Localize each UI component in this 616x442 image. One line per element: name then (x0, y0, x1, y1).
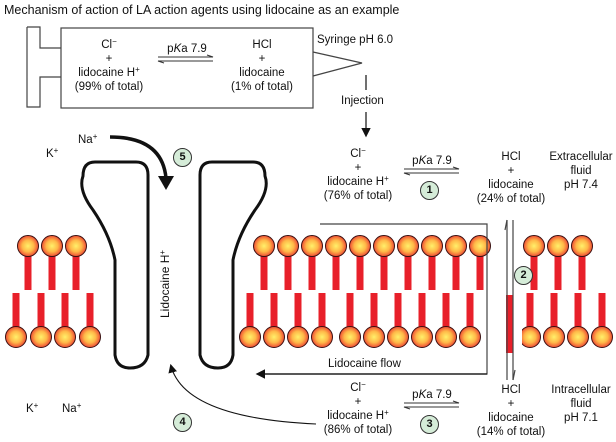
lipid-outer (277, 235, 299, 290)
lipid-outer (397, 235, 419, 290)
lipid-inner (519, 293, 541, 348)
lipid-inner (387, 293, 409, 348)
intracellular-fluid-label: Intracellular fluid pH 7.1 (551, 384, 611, 424)
lipid-outer (547, 235, 569, 290)
intracellular-unionized-species: HCl + lidocaine (14% of total) (476, 384, 546, 438)
lipid-inner (411, 293, 433, 348)
lipid-outer (301, 235, 323, 290)
lipid-inner (459, 293, 481, 348)
sodium-ion-intracellular: Na+ (62, 401, 82, 416)
lipid-outer (445, 235, 467, 290)
lipid-outer (325, 235, 347, 290)
extracellular-fluid-label: Extracellular fluid pH 7.4 (549, 151, 613, 191)
lipid-inner (339, 293, 361, 348)
sodium-ion-extracellular: Na+ (78, 132, 98, 147)
lipid-outer (17, 235, 39, 290)
lidocaine-flow-label: Lidocaine flow (328, 358, 401, 370)
diagram-title: Mechanism of action of LA action agents … (4, 3, 400, 17)
lipid-outer (41, 235, 63, 290)
syringe-ph-label: Syringe pH 6.0 (317, 34, 394, 46)
syringe (26, 26, 363, 109)
potassium-ion-intracellular: K+ (26, 401, 39, 416)
lipid-outer (523, 235, 545, 290)
lipid-outer (421, 235, 443, 290)
step-3-badge: 3 (420, 415, 439, 434)
lipid-inner (543, 293, 565, 348)
lipid-outer (373, 235, 395, 290)
lipid-outer (65, 235, 87, 290)
sodium-influx-arrow (109, 135, 174, 190)
lipid-inner (79, 293, 101, 348)
injection-label: Injection (341, 94, 384, 108)
channel-lidocaine-label: Lidocaine H+ (158, 249, 172, 318)
extracellular-ionized-species: Cl− + lidocaine H+ (76% of total) (323, 146, 393, 203)
lipid-inner (287, 293, 309, 348)
lipid-inner (435, 293, 457, 348)
equilibrium-arrow-intracellular (403, 400, 460, 410)
extracellular-unionized-species: HCl + lidocaine (24% of total) (476, 151, 546, 205)
lipid-outer (349, 235, 371, 290)
step-2-badge: 2 (514, 266, 533, 285)
equilibrium-arrow-syringe (157, 54, 214, 64)
lipid-outer (253, 235, 275, 290)
lipid-inner (239, 293, 261, 348)
lipid-inner (591, 293, 613, 348)
lipid-inner (54, 293, 76, 348)
lipid-inner (30, 293, 52, 348)
step-1-badge: 1 (420, 181, 439, 200)
intracellular-ionized-species: Cl− + lidocaine H+ (86% of total) (323, 380, 393, 437)
lipid-inner (311, 293, 333, 348)
step-5-badge: 5 (173, 148, 192, 167)
lipid-inner (263, 293, 285, 348)
lipid-outer (469, 235, 491, 290)
lipid-inner (567, 293, 589, 348)
potassium-ion-extracellular: K+ (46, 146, 59, 161)
lipid-inner (5, 293, 27, 348)
equilibrium-arrow-extracellular (403, 166, 460, 176)
extracellular-pka: pKa 7.9 (412, 155, 452, 167)
channel-entry-arrow (168, 363, 317, 425)
step-4-badge: 4 (173, 413, 192, 432)
syringe-pka: pKa 7.9 (167, 43, 207, 55)
lidocaine-in-membrane (506, 295, 513, 353)
syringe-ionized-species: Cl− + lidocaine H+ (99% of total) (74, 37, 144, 94)
lipid-outer (571, 235, 593, 290)
syringe-unionized-species: HCl + lidocaine (1% of total) (231, 39, 293, 93)
intracellular-pka: pKa 7.9 (412, 389, 452, 401)
lipid-inner (363, 293, 385, 348)
sodium-channel (80, 160, 268, 370)
lipid-bilayer (5, 232, 613, 353)
